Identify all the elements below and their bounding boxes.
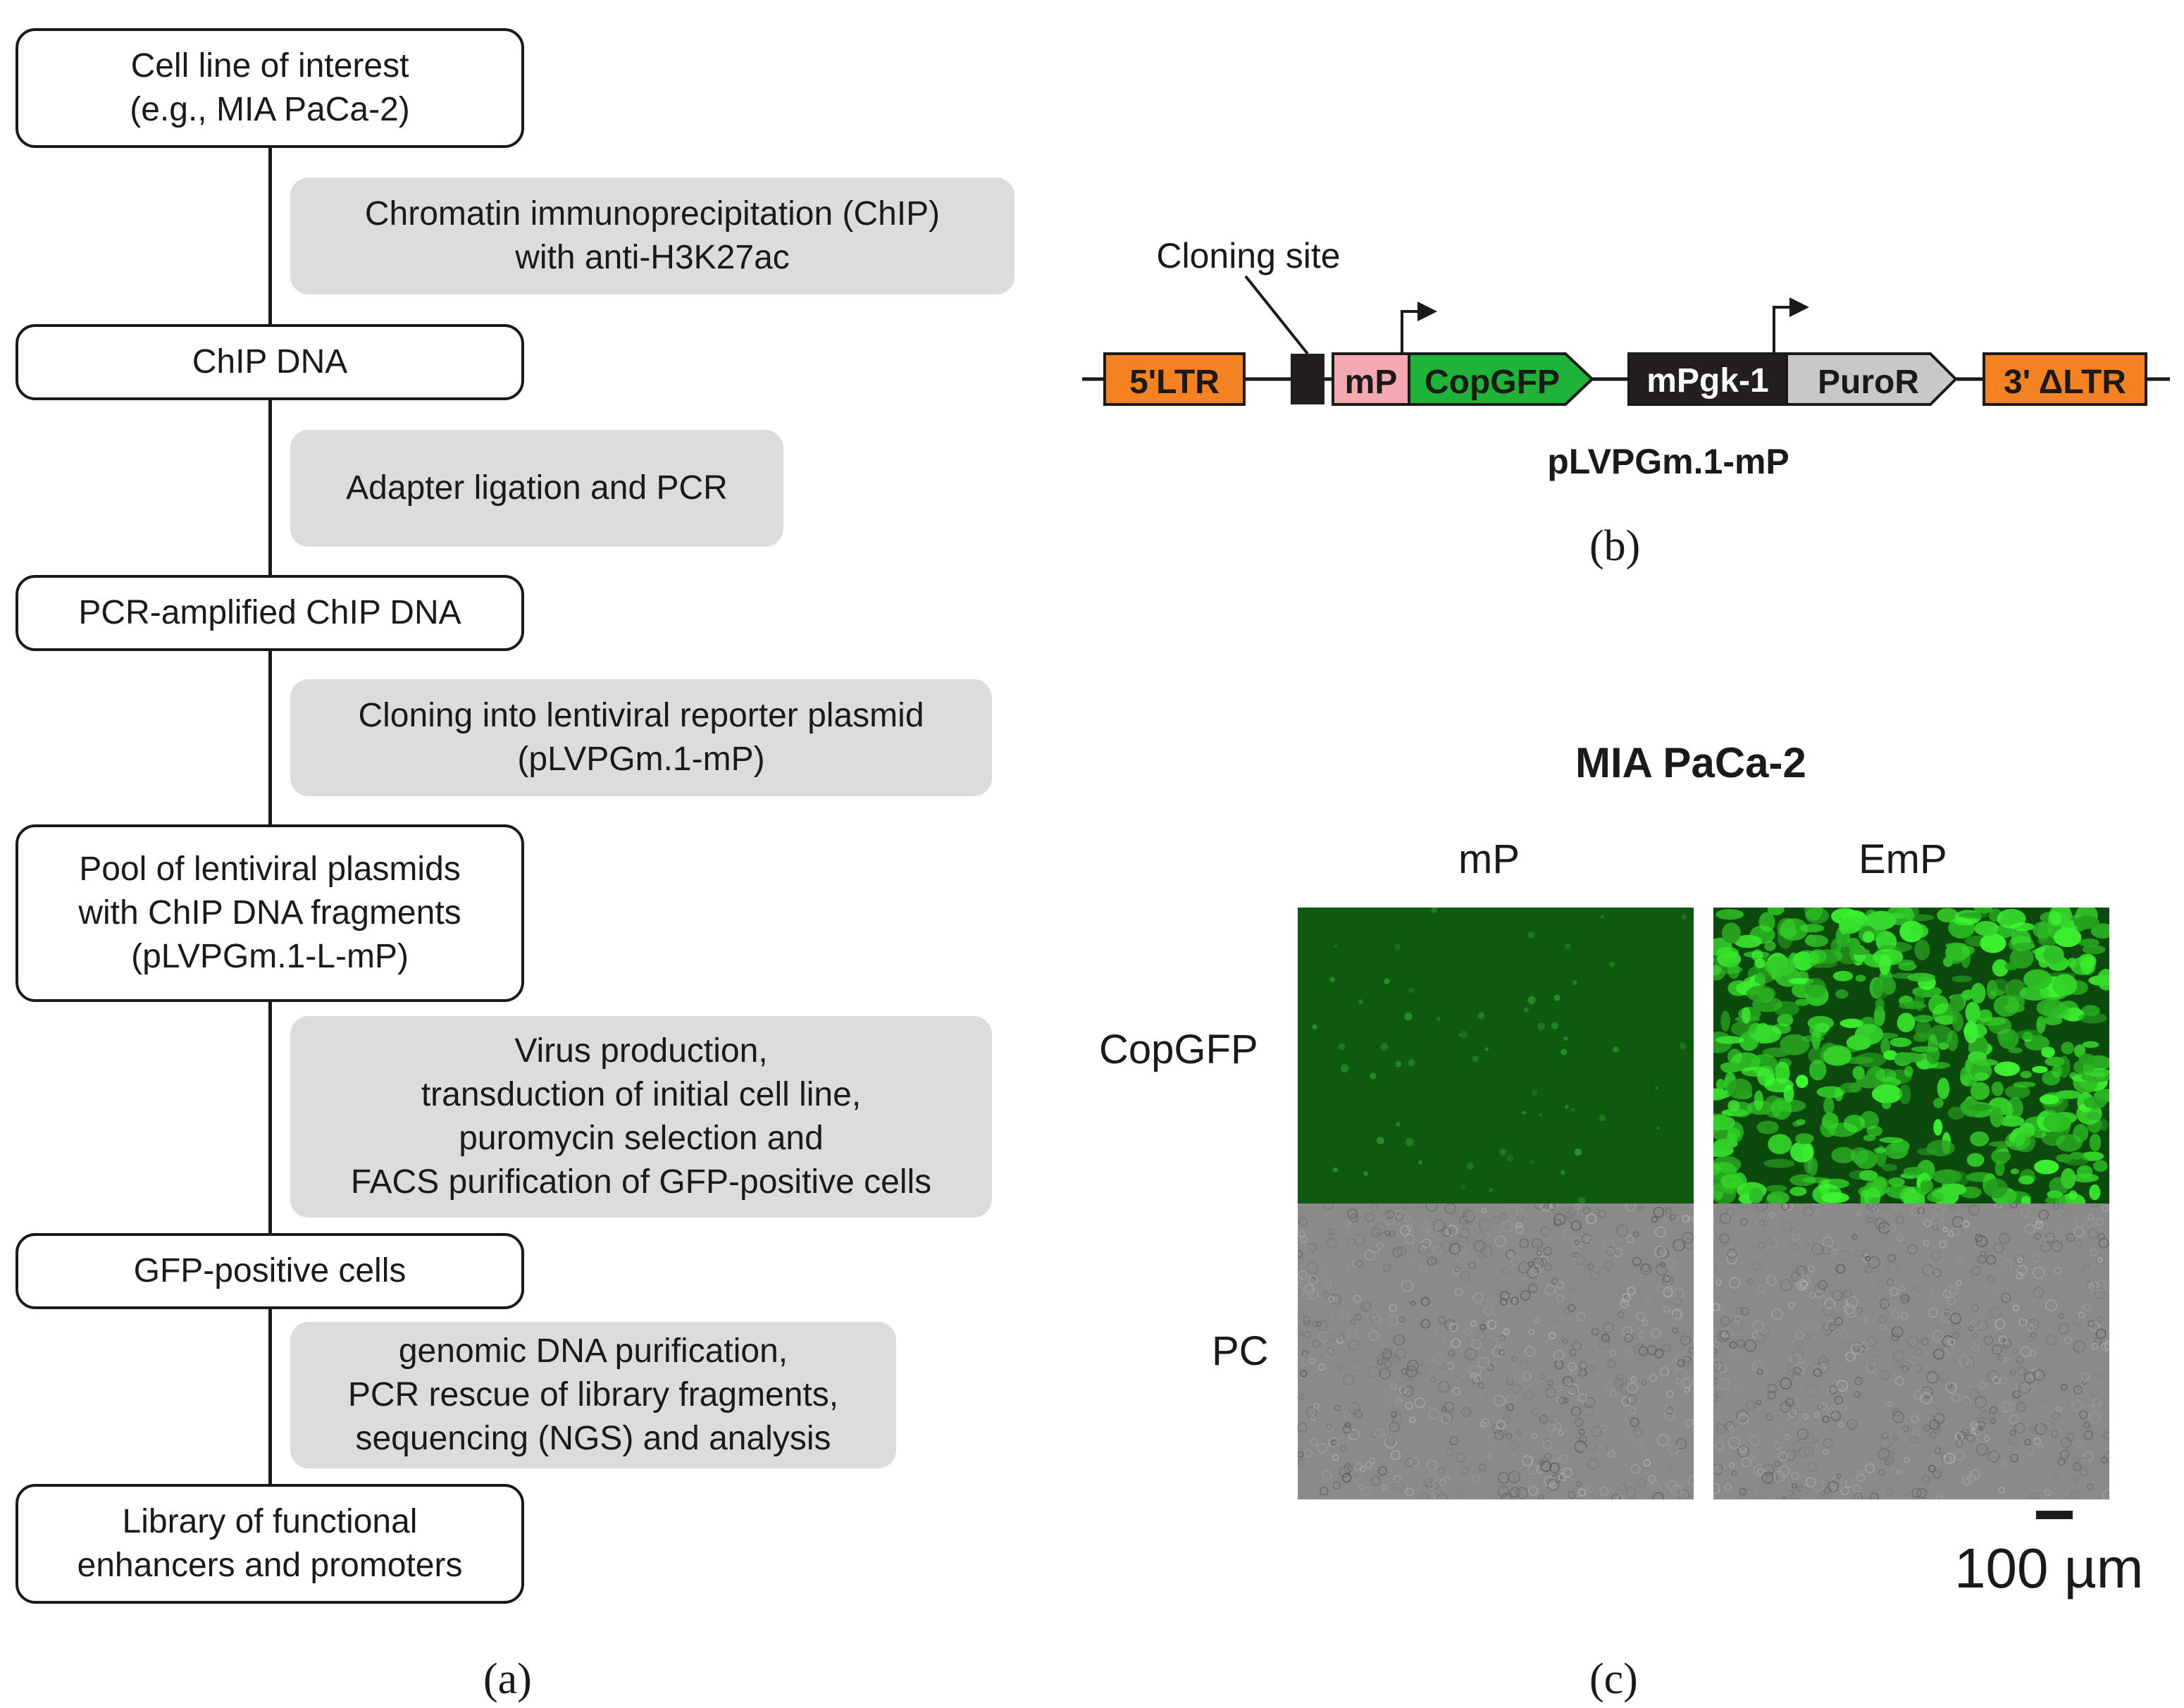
puror-arrow (1785, 352, 1958, 406)
panel-label-a: (a) (483, 1655, 532, 1703)
scale-bar (2036, 1511, 2073, 1519)
connector-line (268, 397, 272, 576)
cloning-site-box (1291, 354, 1324, 404)
microscopy-title: MIA PaCa-2 (1575, 739, 1806, 786)
ltr5-label: 5'LTR (1129, 364, 1220, 401)
copgfp-label: CopGFP (1425, 364, 1560, 401)
micrograph-mp-pc (1298, 1203, 1694, 1499)
row-label-pc: PC (1212, 1328, 1269, 1374)
ltr3-label: 3' ΔLTR (2004, 364, 2126, 401)
mpgk-label: mPgk-1 (1646, 362, 1768, 400)
promoter-arrow-mpgk (1789, 297, 1809, 317)
step-plasmid-pool: Pool of lentiviral plasmids with ChIP DN… (15, 824, 524, 1002)
col-header-mp: mP (1458, 836, 1520, 882)
puror-label: PuroR (1818, 364, 1919, 401)
process-chip: Chromatin immunoprecipitation (ChIP) wit… (290, 178, 1015, 295)
process-adapter-ligation: Adapter ligation and PCR (290, 430, 783, 547)
row-label-copgfp: CopGFP (1099, 1027, 1258, 1072)
micrograph-emp-copgfp (1713, 908, 2109, 1203)
col-header-emp: EmP (1859, 836, 1947, 882)
step-gfp-cells: GFP-positive cells (15, 1233, 524, 1309)
cloning-site-pointer (1244, 275, 1309, 355)
micrograph-emp-pc (1713, 1203, 2109, 1499)
step-cell-line: Cell line of interest (e.g., MIA PaCa-2) (15, 28, 524, 148)
panel-label-c: (c) (1589, 1655, 1638, 1703)
step-chip-dna: ChIP DNA (15, 324, 524, 400)
plasmid-map: 5'LTR mP CopGFP mPgk-1 PuroR 3' ΔLTR Clo… (1082, 236, 2170, 481)
step-library: Library of functional enhancers and prom… (15, 1484, 524, 1604)
copgfp-arrow (1408, 352, 1594, 406)
panel-label-b: (b) (1589, 522, 1641, 570)
mp-box (1332, 352, 1410, 406)
connector-line (268, 1306, 272, 1485)
connector-line (268, 650, 272, 826)
process-cloning: Cloning into lentiviral reporter plasmid… (290, 679, 992, 796)
plasmid-name: pLVPGm.1-mP (1547, 442, 1789, 481)
promoter-arrow-mp (1417, 302, 1437, 321)
connector-line (268, 147, 272, 327)
process-ngs: genomic DNA purification, PCR rescue of … (290, 1322, 896, 1468)
step-pcr-amplified: PCR-amplified ChIP DNA (15, 575, 524, 651)
ltr5-box (1103, 352, 1246, 406)
ltr3-box (1983, 352, 2147, 406)
mp-label: mP (1345, 364, 1398, 401)
scale-bar-label: 100 µm (1954, 1537, 2144, 1599)
micrograph-mp-copgfp (1298, 908, 1694, 1203)
cloning-site-label: Cloning site (1156, 236, 1340, 276)
process-virus-production: Virus production, transduction of initia… (290, 1016, 992, 1218)
connector-line (268, 1001, 272, 1234)
